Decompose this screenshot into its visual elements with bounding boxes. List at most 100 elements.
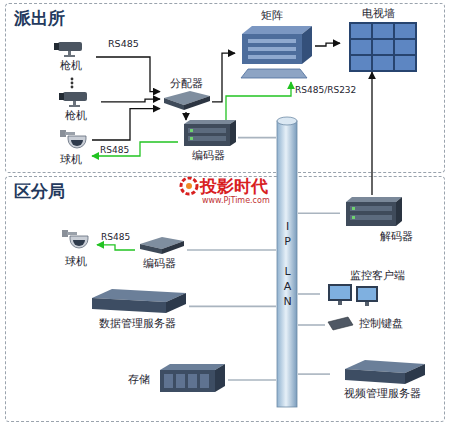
monitor-screen [358,288,376,300]
matrix-slot [248,39,296,43]
gun-camera-icon [59,92,87,107]
tv-screen [351,40,371,54]
device-label: 球机 [65,256,87,268]
server-front [92,298,166,313]
connector [298,293,320,295]
matrix-slot [248,55,296,59]
dome-camera-icon [62,230,88,248]
device-label: 矩阵 [261,10,283,22]
connector [212,53,235,102]
region-band: 区分局球机编码器解码器数据管理服务器监控客户端控制键盘存储视频管理服务器 [5,176,445,422]
decoder-top [346,197,402,202]
dome-camera-icon [60,130,86,148]
camera-body [63,92,87,101]
encoder-led [190,129,193,132]
encoder-body [184,124,230,146]
connector [185,112,186,120]
camera-lens [59,93,64,100]
device-label: 电视墙 [362,8,395,20]
gun-camera-icon [54,42,82,57]
distributor-front [164,98,184,110]
monitor-frame [356,286,378,302]
camera-body [58,42,82,51]
matrix-slot [248,47,296,51]
device-label: 编码器 [192,150,225,162]
device-node: 分配器 [160,78,212,112]
region-heading: 派出所 [14,8,65,28]
device-label: 存储 [128,374,150,386]
watermark: www.PjTime.com [202,196,270,206]
device-node: 球机 [55,228,97,270]
tv-screen [373,40,393,54]
distributor-side [184,96,210,110]
watermark: 投影时代 [200,176,268,197]
device-label: 解码器 [380,231,413,243]
connector [187,249,276,251]
storage-bay [188,374,197,388]
camera-mount [69,105,80,107]
connector [189,306,276,308]
device-node: 视频管理服务器 [330,358,434,404]
device-label: 编码器 [143,258,176,270]
camera-lens [54,43,59,50]
decoder-body [346,202,396,226]
encoder-top [184,120,236,124]
pipe-cap [277,117,297,125]
device-label: 数据管理服务器 [99,318,176,330]
decoder-panel [350,215,392,220]
encoder-side [230,120,236,146]
network-label: IP LAN [276,220,298,310]
encoder-panel [188,128,226,133]
device-node: 枪机 [50,40,96,74]
device-label: 球机 [60,154,82,166]
matrix-keyboard [241,69,307,78]
matrix-side [302,26,312,64]
storage-bay [200,374,209,388]
device-node: 枪机 [55,90,101,124]
device-node: 矩阵 [235,10,315,82]
tv-screen [373,24,393,38]
device-node: 监控客户端 [320,270,420,310]
tv-screen [351,56,371,70]
tv-wall-icon [349,22,417,72]
tv-screen [351,24,371,38]
dome-lens [73,240,85,246]
watermark-logo [186,183,192,189]
dome-arm [67,232,77,235]
signal-label: RS485 [108,38,139,50]
decoder-side [396,197,402,226]
connector [228,379,276,381]
connector [238,137,276,139]
matrix-front [242,34,302,64]
connector [315,43,340,46]
device-node: 球机 [52,128,92,168]
decoder-panel [350,206,392,211]
tv-screen [395,40,415,54]
dome-arm [65,132,75,135]
connector [298,212,340,214]
tv-wall-frame [349,22,417,72]
monitor-stand [365,302,369,306]
ellipsis-dot [71,86,74,89]
device-node: 存储 [128,362,228,398]
encoder-panel [188,136,226,141]
device-node: 编码器 [178,120,238,164]
dome-body [68,136,86,148]
decoder-led [352,216,355,219]
encoder-side [162,241,184,254]
matrix-top [242,26,312,34]
connector [298,373,330,375]
monitor-screen [330,286,350,299]
signal-label: RS485/RS232 [295,85,356,96]
connector [298,324,325,326]
connector [101,99,160,102]
device-label: 枪机 [65,110,87,122]
watermark-logo [181,178,197,194]
device-label: 视频管理服务器 [344,388,421,400]
network-pipe: IP LAN [276,116,298,408]
camera-mount [64,55,75,57]
storage-top [160,364,225,370]
region-band: 派出所枪机枪机球机分配器编码器矩阵电视墙 [5,3,445,173]
